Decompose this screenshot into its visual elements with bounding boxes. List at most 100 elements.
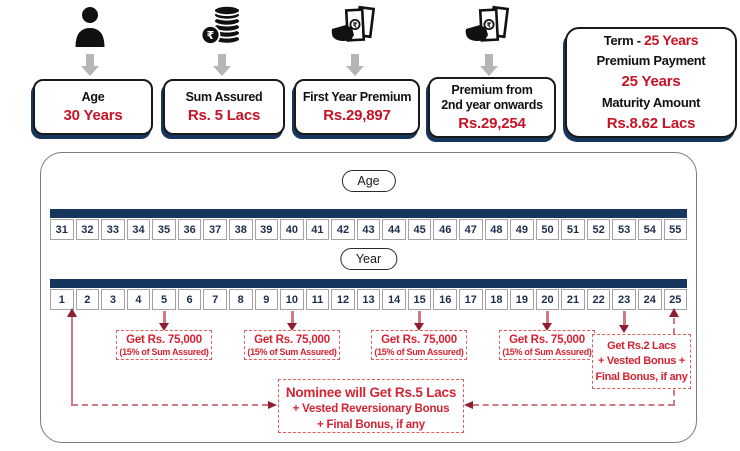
svg-text:₹: ₹ bbox=[353, 21, 358, 29]
benefit-arrow-icon bbox=[413, 311, 425, 331]
year-cell: 3 bbox=[101, 289, 125, 310]
year-cell: 7 bbox=[203, 289, 227, 310]
survival-benefit-detail: (15% of Sum Assured) bbox=[502, 347, 592, 357]
first-year-premium-card-value: Rs.29,897 bbox=[323, 107, 391, 124]
sum-assured-card-value: Rs. 5 Lacs bbox=[187, 107, 261, 124]
age-card-label: Age bbox=[81, 90, 105, 104]
term-label: Term - bbox=[603, 33, 641, 48]
year-cell: 6 bbox=[177, 289, 202, 310]
down-arrow-icon bbox=[81, 54, 99, 76]
age-cell: 46 bbox=[433, 219, 457, 240]
up-arrowhead-year1-icon bbox=[66, 308, 77, 317]
maturity-benefit-line2: + Vested Bonus + bbox=[598, 355, 685, 368]
premium-payment-value: 25 Years bbox=[621, 72, 681, 90]
age-cell: 49 bbox=[510, 219, 534, 240]
year-cell: 2 bbox=[75, 289, 100, 310]
age-cell: 32 bbox=[75, 219, 100, 240]
year-axis-bar bbox=[50, 279, 687, 288]
person-icon bbox=[70, 5, 110, 52]
maturity-amount-value: Rs.8.62 Lacs bbox=[606, 114, 696, 132]
down-arrow-icon bbox=[346, 54, 364, 76]
death-benefit-line1: Nominee will Get Rs.5 Lacs bbox=[285, 385, 457, 400]
benefit-arrow-icon bbox=[158, 311, 170, 331]
age-cell: 55 bbox=[663, 219, 688, 240]
benefit-arrow-icon bbox=[286, 311, 298, 331]
death-benefit-note: Nominee will Get Rs.5 Lacs + Vested Reve… bbox=[278, 379, 464, 433]
year-cell: 4 bbox=[126, 289, 151, 310]
year-cell: 18 bbox=[484, 289, 509, 310]
death-benefit-line2: + Vested Reversionary Bonus bbox=[292, 403, 450, 416]
first-year-premium-card-label: First Year Premium bbox=[302, 90, 412, 104]
survival-benefit-note: Get Rs. 75,000 (15% of Sum Assured) bbox=[244, 330, 340, 360]
age-cell: 37 bbox=[203, 219, 227, 240]
year-pill: Year bbox=[339, 248, 398, 270]
age-cell: 39 bbox=[254, 219, 279, 240]
age-pill: Age bbox=[341, 170, 396, 192]
survival-benefit-amount: Get Rs. 75,000 bbox=[381, 334, 457, 346]
year-cell: 12 bbox=[331, 289, 355, 310]
left-arrowhead-icon bbox=[464, 401, 473, 409]
connector-line-year1 bbox=[71, 317, 73, 406]
age-cell: 54 bbox=[637, 219, 662, 240]
year-cell: 15 bbox=[407, 289, 432, 310]
maturity-benefit-line3: Final Bonus, if any bbox=[595, 370, 688, 383]
svg-text:₹: ₹ bbox=[207, 29, 215, 42]
age-cell: 44 bbox=[382, 219, 406, 240]
year-cell: 24 bbox=[637, 289, 662, 310]
age-card-value: 30 Years bbox=[63, 107, 123, 124]
age-cell: 43 bbox=[356, 219, 381, 240]
age-cell: 47 bbox=[459, 219, 483, 240]
age-cell: 45 bbox=[407, 219, 432, 240]
age-cell: 51 bbox=[561, 219, 585, 240]
year-cell: 9 bbox=[254, 289, 279, 310]
connector-dash-left bbox=[72, 404, 268, 406]
coins-icon: ₹ bbox=[200, 5, 244, 54]
down-arrow-icon bbox=[213, 54, 231, 76]
survival-benefit-amount: Get Rs. 75,000 bbox=[126, 334, 202, 346]
age-cell: 50 bbox=[535, 219, 560, 240]
year-cell: 13 bbox=[356, 289, 381, 310]
age-cell: 38 bbox=[228, 219, 253, 240]
survival-benefit-amount: Get Rs. 75,000 bbox=[509, 334, 585, 346]
year-cell: 10 bbox=[280, 289, 304, 310]
year-cell: 17 bbox=[459, 289, 483, 310]
survival-benefit-note: Get Rs. 75,000 (15% of Sum Assured) bbox=[116, 330, 212, 360]
age-cell: 48 bbox=[484, 219, 509, 240]
age-card: Age 30 Years bbox=[33, 79, 153, 135]
year-cell: 20 bbox=[535, 289, 560, 310]
maturity-benefit-line1: Get Rs.2 Lacs bbox=[607, 340, 676, 352]
year-cell: 1 bbox=[50, 289, 74, 310]
down-arrow-icon bbox=[480, 54, 498, 76]
maturity-arrow-icon bbox=[618, 311, 630, 333]
term-line: Term - 25 Years bbox=[603, 30, 699, 51]
survival-benefit-detail: (15% of Sum Assured) bbox=[119, 347, 209, 357]
first-year-premium-card: First Year Premium Rs.29,897 bbox=[294, 79, 420, 135]
sum-assured-card-label: Sum Assured bbox=[185, 90, 263, 104]
age-cell: 35 bbox=[152, 219, 176, 240]
age-cell: 31 bbox=[50, 219, 74, 240]
age-axis-bar bbox=[50, 209, 687, 218]
year-cell: 21 bbox=[561, 289, 585, 310]
svg-text:₹: ₹ bbox=[487, 21, 492, 29]
renewal-premium-card-value: Rs.29,254 bbox=[458, 115, 526, 132]
survival-benefit-amount: Get Rs. 75,000 bbox=[254, 334, 330, 346]
age-cell: 53 bbox=[612, 219, 636, 240]
maturity-benefit-note: Get Rs.2 Lacs + Vested Bonus + Final Bon… bbox=[592, 334, 691, 389]
survival-benefit-detail: (15% of Sum Assured) bbox=[247, 347, 337, 357]
term-details-card: Term - 25 Years Premium Payment 25 Years… bbox=[565, 27, 737, 138]
maturity-amount-label: Maturity Amount bbox=[601, 95, 701, 110]
year-cell: 14 bbox=[382, 289, 406, 310]
year-cell: 11 bbox=[305, 289, 330, 310]
age-cell: 34 bbox=[126, 219, 151, 240]
year-cell: 8 bbox=[228, 289, 253, 310]
survival-benefit-detail: (15% of Sum Assured) bbox=[374, 347, 464, 357]
age-cell: 36 bbox=[177, 219, 202, 240]
renewal-premium-card-label: Premium from 2nd year onwards bbox=[441, 83, 543, 112]
cash-hand-icon: ₹ bbox=[331, 5, 379, 52]
age-cell: 33 bbox=[101, 219, 125, 240]
premium-payment-label: Premium Payment bbox=[596, 53, 706, 68]
age-cell: 52 bbox=[586, 219, 611, 240]
age-cell: 40 bbox=[280, 219, 304, 240]
